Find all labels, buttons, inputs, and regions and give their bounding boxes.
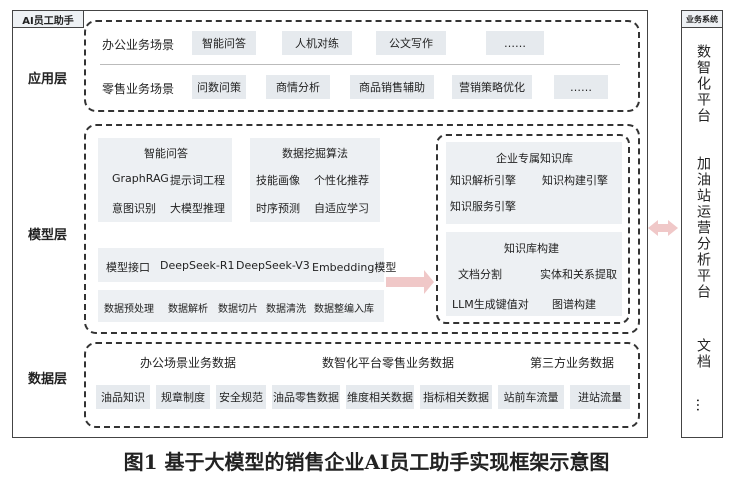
retail-item: 商品销售辅助 <box>350 75 434 99</box>
kb-item: 知识解析引擎 <box>450 174 516 187</box>
connector-arrow-model <box>386 277 426 287</box>
side-item: 加油站运营分析平台 <box>695 156 711 300</box>
office-item: …… <box>486 31 544 55</box>
model-interface-row <box>98 248 384 282</box>
qa-item: GraphRAG <box>112 172 169 185</box>
kb-build-item: 文档分割 <box>458 268 502 281</box>
retail-scene-label: 零售业务场景 <box>102 82 175 96</box>
process-item: 数据清洗 <box>266 304 306 315</box>
qa-item: 大模型推理 <box>170 202 225 215</box>
side-item: 数智化平台 <box>695 44 711 124</box>
data-item: 油品知识 <box>96 385 150 409</box>
process-item: 数据切片 <box>218 304 258 315</box>
main-frame <box>12 10 648 438</box>
main-title: AI员工助手 <box>22 15 74 27</box>
process-item: 数据整编入库 <box>314 304 374 315</box>
interface-item: Embedding模型 <box>312 261 397 274</box>
data-item: 指标相关数据 <box>420 385 492 409</box>
kb-build-item: 图谱构建 <box>552 298 596 311</box>
kb-section <box>436 134 630 324</box>
data-process-row <box>98 290 384 322</box>
data-header: 第三方业务数据 <box>530 356 615 370</box>
retail-item: 营销策略优化 <box>452 75 532 99</box>
data-header: 办公场景业务数据 <box>140 356 237 370</box>
qa-title: 智能问答 <box>144 147 188 160</box>
side-item: … <box>693 398 709 414</box>
qa-item: 提示词工程 <box>170 174 225 187</box>
retail-item: 问数问策 <box>192 75 246 99</box>
data-item: 规章制度 <box>156 385 210 409</box>
layer-label-model: 模型层 <box>28 228 68 243</box>
connector-arrow-model-head <box>424 270 434 294</box>
main-title-tab: AI员工助手 <box>12 10 84 28</box>
model-layer-section <box>84 124 640 334</box>
interface-item: DeepSeek-V3 <box>236 259 310 272</box>
qa-item: 意图识别 <box>112 202 156 215</box>
mining-item: 自适应学习 <box>314 202 369 215</box>
layer-label-data: 数据层 <box>28 372 68 387</box>
connector-arrow-side <box>658 224 668 232</box>
interface-item: 模型接口 <box>106 261 150 274</box>
process-item: 数据解析 <box>168 304 208 315</box>
layer-label-app: 应用层 <box>28 72 68 87</box>
data-item: 安全规范 <box>216 385 266 409</box>
data-layer-section <box>84 342 640 428</box>
mining-item: 个性化推荐 <box>314 174 369 187</box>
mining-item: 时序预测 <box>256 202 300 215</box>
kb-build-item: LLM生成键值对 <box>452 298 529 311</box>
side-panel-title: 业务系统 <box>681 10 723 28</box>
connector-arrow-side-left-head <box>648 220 658 236</box>
data-item: 进站流量 <box>570 385 630 409</box>
kb-build-title: 知识库构建 <box>504 242 559 255</box>
data-item: 维度相关数据 <box>346 385 414 409</box>
qa-panel <box>98 138 232 222</box>
mining-panel <box>250 138 380 222</box>
connector-arrow-side-right-head <box>668 220 678 236</box>
app-layer-section <box>84 20 640 112</box>
office-item: 公文写作 <box>376 31 446 55</box>
kb-item: 知识服务引擎 <box>450 200 516 213</box>
office-item: 智能问答 <box>192 31 256 55</box>
figure-caption: 图1 基于大模型的销售企业AI员工助手实现框架示意图 <box>123 450 610 474</box>
side-title: 业务系统 <box>686 14 718 24</box>
mining-item: 技能画像 <box>256 174 300 187</box>
side-item: 文档 <box>695 338 711 370</box>
office-item: 人机对练 <box>282 31 352 55</box>
interface-item: DeepSeek-R1 <box>160 259 235 272</box>
data-item: 站前车流量 <box>498 385 564 409</box>
mining-title: 数据挖掘算法 <box>282 147 348 160</box>
kb-title: 企业专属知识库 <box>496 152 573 165</box>
process-item: 数据预处理 <box>104 304 154 315</box>
retail-item: 商情分析 <box>266 75 330 99</box>
kb-item: 知识构建引擎 <box>542 174 608 187</box>
data-item: 油品零售数据 <box>272 385 340 409</box>
data-header: 数智化平台零售业务数据 <box>322 356 455 370</box>
app-divider <box>100 64 620 65</box>
kb-build-item: 实体和关系提取 <box>540 268 617 281</box>
office-scene-label: 办公业务场景 <box>102 38 175 52</box>
kb-build-panel <box>446 232 622 316</box>
retail-item: …… <box>554 75 608 99</box>
kb-panel <box>446 142 622 224</box>
